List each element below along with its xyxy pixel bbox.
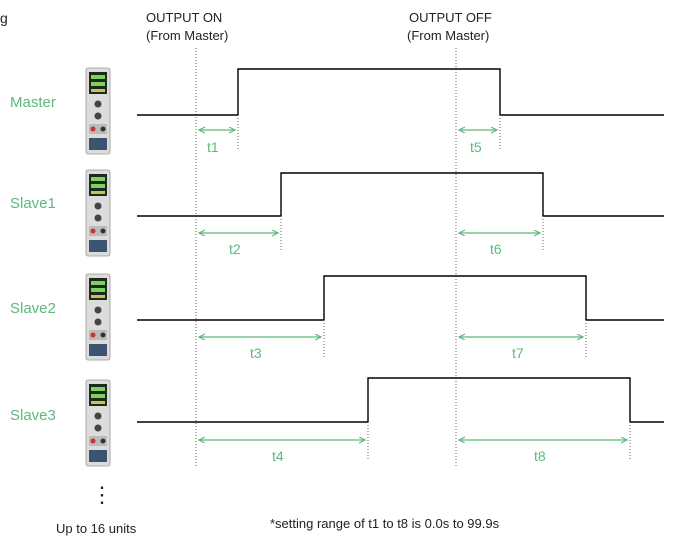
signal-waveform bbox=[137, 172, 664, 217]
off-delay-label: t8 bbox=[534, 448, 546, 464]
row-slave2: Slave2 t3 t7 bbox=[10, 273, 664, 361]
signal-waveform bbox=[137, 377, 664, 423]
row-slave1: Slave1 t2 t6 bbox=[10, 169, 664, 257]
power-supply-icon bbox=[85, 273, 111, 361]
power-supply-icon bbox=[85, 379, 111, 467]
row-slave3: Slave3 t4 t8 bbox=[10, 377, 664, 467]
on-delay-label: t3 bbox=[250, 345, 262, 361]
signal-waveform bbox=[137, 68, 664, 116]
units-count-note: Up to 16 units bbox=[56, 521, 137, 536]
corner-text: g bbox=[0, 10, 8, 26]
power-supply-icon bbox=[85, 169, 111, 257]
output-off-marker: OUTPUT OFF (From Master) bbox=[407, 10, 492, 468]
on-delay-label: t2 bbox=[229, 241, 241, 257]
setting-range-note: *setting range of t1 to t8 is 0.0s to 99… bbox=[270, 516, 500, 531]
unit-label: Slave3 bbox=[10, 407, 56, 424]
power-supply-icon bbox=[85, 67, 111, 155]
signal-waveform bbox=[137, 275, 664, 321]
output-on-marker: OUTPUT ON (From Master) bbox=[146, 10, 228, 468]
ellipsis-icon: ⋮ bbox=[91, 482, 113, 507]
unit-label: Slave1 bbox=[10, 195, 56, 212]
output-on-label: OUTPUT ON bbox=[146, 10, 222, 25]
output-off-label: OUTPUT OFF bbox=[409, 10, 492, 25]
off-delay-label: t6 bbox=[490, 241, 502, 257]
on-delay-label: t4 bbox=[272, 448, 284, 464]
output-on-sublabel: (From Master) bbox=[146, 28, 228, 43]
off-delay-label: t7 bbox=[512, 345, 524, 361]
unit-label: Slave2 bbox=[10, 300, 56, 317]
output-off-sublabel: (From Master) bbox=[407, 28, 489, 43]
unit-label: Master bbox=[10, 94, 56, 111]
row-master: Master t1 t5 bbox=[10, 67, 664, 155]
on-delay-label: t1 bbox=[207, 139, 219, 155]
off-delay-label: t5 bbox=[470, 139, 482, 155]
